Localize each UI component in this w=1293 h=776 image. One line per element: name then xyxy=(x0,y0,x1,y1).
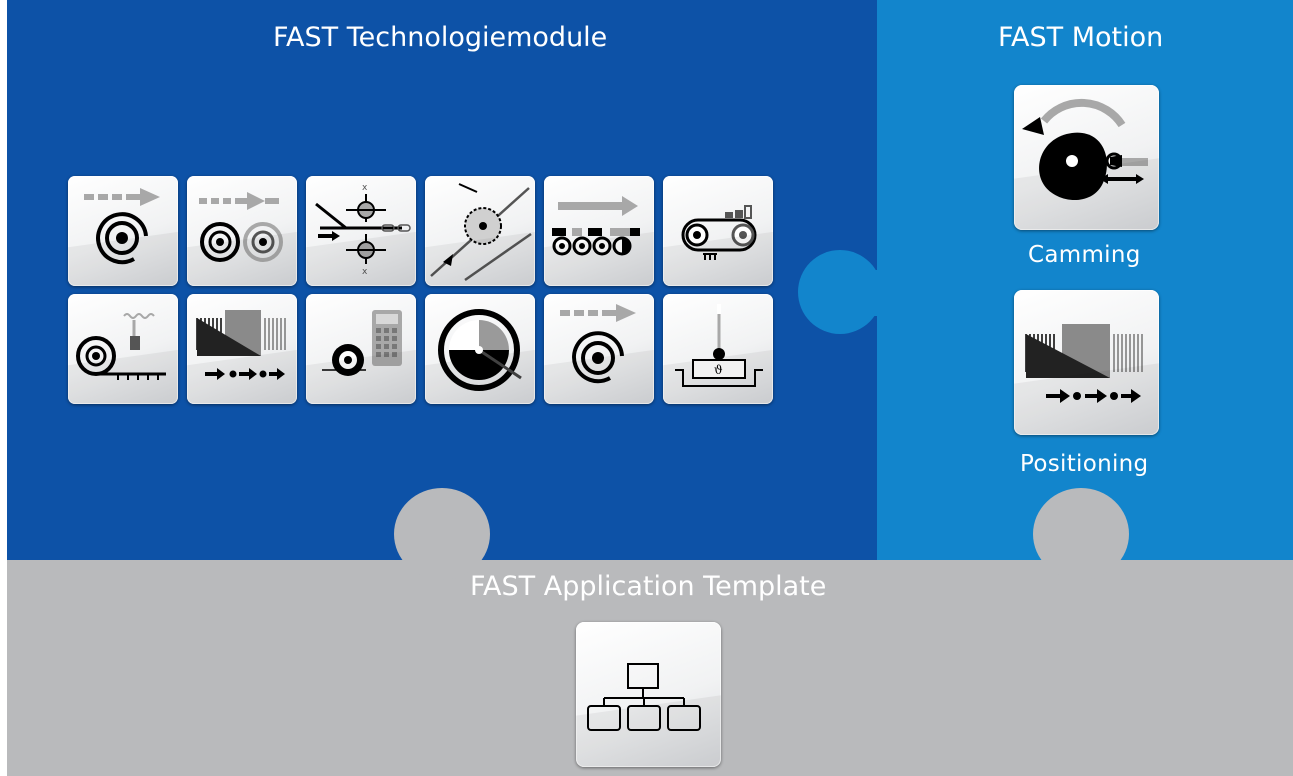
svg-text:x: x xyxy=(362,267,368,277)
belt-conveyor-icon[interactable] xyxy=(663,176,773,286)
svg-text:x: x xyxy=(362,183,368,193)
positioning-module-icon[interactable] xyxy=(187,294,297,404)
dual-winder-icon[interactable] xyxy=(187,176,297,286)
camming-label: Camming xyxy=(1028,242,1141,268)
camming-icon[interactable] xyxy=(1014,85,1159,230)
puzzle-neck-template-left xyxy=(416,530,468,564)
application-template-title: FAST Application Template xyxy=(470,571,827,602)
traversing-winder-icon[interactable] xyxy=(68,294,178,404)
flying-saw-icon[interactable] xyxy=(425,176,535,286)
svg-text:ϑ: ϑ xyxy=(714,363,723,377)
positioning-label: Positioning xyxy=(1020,451,1149,477)
roller-conveyor-icon[interactable] xyxy=(544,176,654,286)
positioning-icon[interactable] xyxy=(1014,290,1159,435)
winder-icon[interactable] xyxy=(68,176,178,286)
application-hierarchy-icon[interactable] xyxy=(576,622,721,767)
register-control-icon[interactable]: x x xyxy=(306,176,416,286)
rotary-knife-icon[interactable] xyxy=(425,294,535,404)
center-winder-icon[interactable] xyxy=(544,294,654,404)
puzzle-neck-template-right xyxy=(1055,530,1107,564)
technology-modules-title: FAST Technologiemodule xyxy=(273,22,608,53)
temperature-control-icon[interactable]: ϑ xyxy=(663,294,773,404)
diameter-calculator-icon[interactable] xyxy=(306,294,416,404)
motion-title: FAST Motion xyxy=(998,22,1164,53)
puzzle-neck-motion xyxy=(845,270,885,316)
